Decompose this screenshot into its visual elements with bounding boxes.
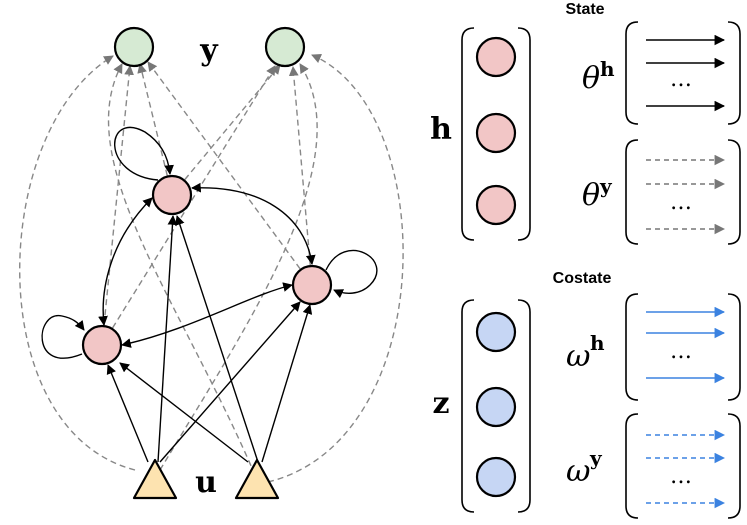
dashed-edges <box>19 54 404 483</box>
edge-h1-h2 <box>98 197 153 326</box>
edge-h1-h3 <box>191 182 316 265</box>
loop-h2 <box>41 315 85 359</box>
omega-h-bracket-right <box>727 293 741 401</box>
theta-h-bracket-right <box>727 21 741 125</box>
edge-u1-h1 <box>157 215 178 463</box>
theta-y-ellipsis: … <box>670 190 692 215</box>
edge-u1-h3 <box>159 301 301 463</box>
omega-h-symbol: ω <box>566 339 590 374</box>
state-node-3 <box>475 184 517 226</box>
hidden-node-3 <box>291 264 333 306</box>
costate-bracket-left <box>461 299 475 513</box>
input-label: u <box>195 465 217 500</box>
theta-h-ellipsis: … <box>670 67 692 92</box>
costate-node-1 <box>475 311 517 353</box>
theta-h-bracket-left <box>625 21 639 125</box>
edge-h3-y2 <box>288 66 313 286</box>
hidden-node-1 <box>151 174 193 216</box>
theta-h-superscript: h <box>600 57 615 81</box>
edge-u1-y2 <box>159 63 318 471</box>
edge-h1-y1 <box>137 63 173 196</box>
edge-u2-y2 <box>267 54 404 483</box>
theta-y-bracket-right <box>727 139 741 245</box>
omega-y-ellipsis: … <box>670 464 692 489</box>
omega-y-matrix: ω y … <box>566 413 741 519</box>
omega-y-symbol: ω <box>566 454 590 489</box>
omega-h-superscript: h <box>590 331 605 355</box>
state-panel: State h θ h … θ y … <box>430 1 741 245</box>
solid-edges <box>41 126 378 463</box>
state-vector-label: h <box>430 112 452 147</box>
edge-h2-h3 <box>121 282 293 348</box>
network-graph: y u <box>19 26 404 500</box>
state-vector <box>461 27 531 241</box>
loop-h3 <box>325 249 378 299</box>
costate-node-3 <box>475 456 517 498</box>
output-node-2 <box>264 26 306 68</box>
output-label: y <box>199 33 219 68</box>
input-node-1 <box>132 458 178 500</box>
loop-h1 <box>114 126 174 181</box>
omega-y-bracket-left <box>625 413 639 519</box>
omega-y-bracket-right <box>727 413 741 519</box>
edge-h2-y1 <box>101 65 134 346</box>
edge-h1-y2 <box>171 64 281 196</box>
theta-y-superscript: y <box>599 174 613 198</box>
theta-h-symbol: θ <box>582 61 600 96</box>
costate-node-2 <box>475 386 517 428</box>
state-heading: State <box>565 1 604 18</box>
state-node-1 <box>475 36 517 78</box>
state-bracket-left <box>461 27 475 241</box>
costate-vector <box>461 299 531 513</box>
edge-u2-h3 <box>261 304 313 463</box>
edge-u2-h2 <box>119 362 249 463</box>
input-node-2 <box>234 458 280 500</box>
theta-y-symbol: θ <box>582 178 600 213</box>
omega-h-bracket-left <box>625 293 639 401</box>
theta-y-matrix: θ y … <box>582 139 741 245</box>
theta-y-bracket-left <box>625 139 639 245</box>
edge-h3-y1 <box>147 61 313 286</box>
hidden-node-2 <box>81 324 123 366</box>
omega-h-ellipsis: … <box>670 339 692 364</box>
state-bracket-right <box>517 27 531 241</box>
theta-h-matrix: θ h … <box>582 21 741 125</box>
edge-u2-y1 <box>107 63 256 476</box>
edge-u1-h2 <box>106 364 149 463</box>
costate-bracket-right <box>517 299 531 513</box>
costate-heading: Costate <box>553 270 612 287</box>
costate-panel: Costate z ω h … ω y … <box>432 270 741 519</box>
omega-h-matrix: ω h … <box>566 293 741 401</box>
output-node-1 <box>113 26 155 68</box>
edge-u1-y1 <box>19 55 136 471</box>
omega-y-superscript: y <box>589 446 603 470</box>
state-node-2 <box>475 112 517 154</box>
costate-vector-label: z <box>432 386 449 421</box>
